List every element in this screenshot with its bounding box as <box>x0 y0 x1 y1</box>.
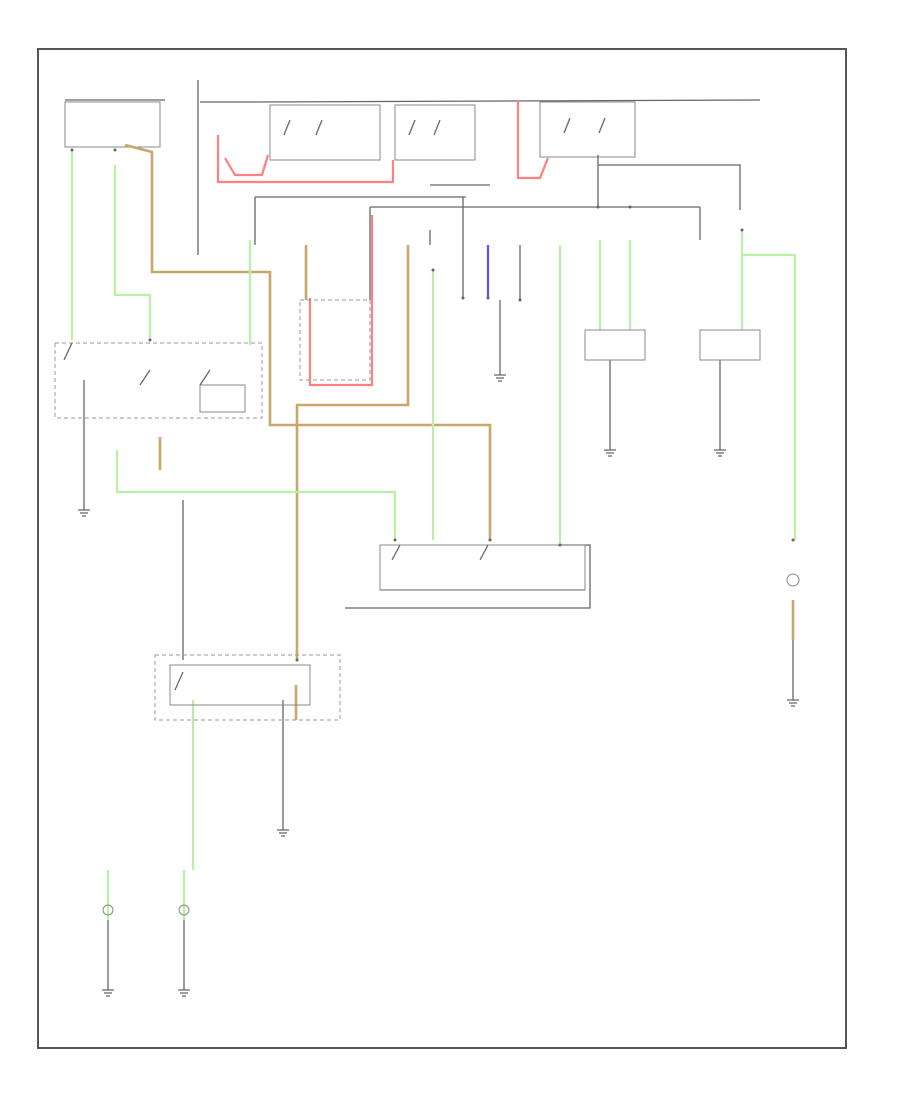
green-wires <box>70 150 797 920</box>
component-outlines <box>54 299 371 721</box>
lamp-symbols <box>102 573 800 916</box>
component-boxes <box>169 329 761 706</box>
switch-contacts <box>63 117 606 691</box>
red-wires <box>216 100 550 387</box>
tan-wires <box>124 143 795 720</box>
fuse-blocks <box>64 101 636 161</box>
black-wires <box>83 80 794 990</box>
top-bus-lines <box>65 99 761 208</box>
ground-symbols <box>78 374 799 997</box>
junction-dots <box>70 148 795 662</box>
diagram-frame <box>37 48 847 1049</box>
